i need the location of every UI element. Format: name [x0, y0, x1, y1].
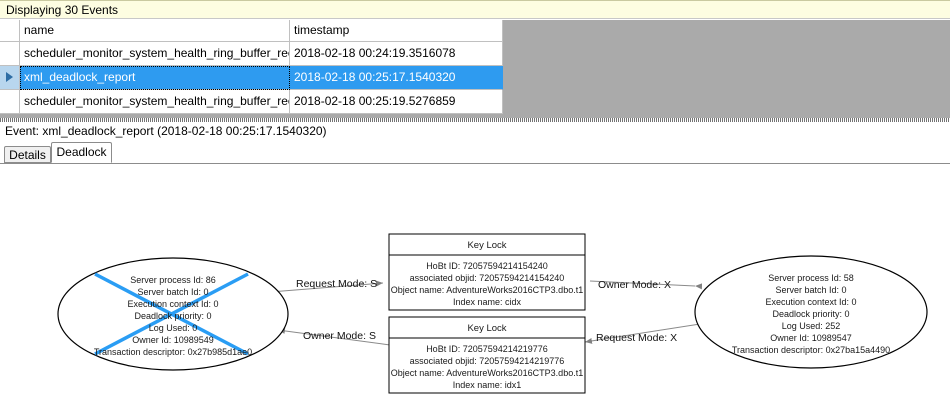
process-right-line-2: Server batch Id: 0	[775, 285, 846, 295]
edge-left-owner: Owner Mode: S	[277, 327, 391, 346]
row-name[interactable]: scheduler_monitor_system_health_ring_buf…	[20, 42, 290, 66]
process-left-line-5: Log Used: 0	[149, 323, 198, 333]
row-name[interactable]: scheduler_monitor_system_health_ring_buf…	[20, 90, 290, 114]
grid-header-row: name timestamp	[0, 20, 503, 42]
row-timestamp[interactable]: 2018-02-18 00:25:19.5276859	[290, 90, 503, 114]
edge-right-request: Request Mode: X	[584, 323, 701, 344]
row-timestamp[interactable]: 2018-02-18 00:24:19.3516078	[290, 42, 503, 66]
table-row[interactable]: scheduler_monitor_system_health_ring_buf…	[0, 42, 503, 66]
process-right-line-3: Execution context Id: 0	[765, 297, 856, 307]
edge-right-owner: Owner Mode: X	[589, 279, 703, 291]
keylock-top-line-2: associated objid: 72057594214154240	[410, 273, 565, 283]
process-node-left[interactable]: Server process Id: 86 Server batch Id: 0…	[57, 257, 289, 371]
process-left-line-3: Execution context Id: 0	[127, 299, 218, 309]
deadlock-graph-canvas[interactable]: Request Mode: S Owner Mode: X Owner Mode…	[0, 164, 950, 400]
edge-right-request-label: Request Mode: X	[596, 332, 677, 344]
grid-header-selector	[0, 20, 20, 42]
keylock-bottom-line-4: Index name: idx1	[453, 380, 522, 390]
row-selector[interactable]	[0, 66, 20, 90]
process-right-line-5: Log Used: 252	[782, 321, 841, 331]
keylock-top-line-3: Object name: AdventureWorks2016CTP3.dbo.…	[391, 285, 583, 295]
edge-left-request: Request Mode: S	[269, 278, 384, 293]
row-timestamp[interactable]: 2018-02-18 00:25:17.1540320	[290, 66, 503, 90]
process-left-line-1: Server process Id: 86	[130, 275, 216, 285]
process-left-line-2: Server batch Id: 0	[137, 287, 208, 297]
keylock-top-line-4: Index name: cidx	[453, 297, 522, 307]
edge-left-owner-label: Owner Mode: S	[303, 330, 376, 342]
events-grid-columns: name timestamp scheduler_monitor_system_…	[0, 20, 503, 118]
process-left-line-7: Transaction descriptor: 0x27b985d1ae0	[94, 347, 252, 357]
keylock-bottom-line-1: HoBt ID: 72057594214219776	[426, 344, 548, 354]
row-name[interactable]: xml_deadlock_report	[20, 66, 290, 90]
tabstrip: Details Deadlock	[0, 142, 950, 164]
table-row-selected[interactable]: xml_deadlock_report 2018-02-18 00:25:17.…	[0, 66, 503, 90]
process-right-line-1: Server process Id: 58	[768, 273, 854, 283]
edge-right-owner-label: Owner Mode: X	[598, 279, 671, 291]
grid-header-timestamp[interactable]: timestamp	[290, 20, 503, 42]
keylock-bottom-line-2: associated objid: 72057594214219776	[410, 356, 565, 366]
victim-x-marker-icon	[94, 272, 249, 356]
edge-left-request-label: Request Mode: S	[296, 278, 377, 290]
row-selector-arrow-icon	[6, 72, 13, 82]
process-left-line-4: Deadlock priority: 0	[134, 311, 211, 321]
grid-header-name[interactable]: name	[20, 20, 290, 42]
row-selector[interactable]	[0, 42, 20, 66]
process-right-line-4: Deadlock priority: 0	[772, 309, 849, 319]
keylock-top-line-1: HoBt ID: 72057594214154240	[426, 261, 548, 271]
process-right-line-7: Transaction descriptor: 0x27ba15a4490	[732, 345, 890, 355]
process-left-line-6: Owner Id: 10989549	[132, 335, 214, 345]
keylock-bottom-line-3: Object name: AdventureWorks2016CTP3.dbo.…	[391, 368, 583, 378]
keylock-bottom-title: Key Lock	[467, 323, 506, 334]
events-grid[interactable]: name timestamp scheduler_monitor_system_…	[0, 20, 950, 118]
table-row[interactable]: scheduler_monitor_system_health_ring_buf…	[0, 90, 503, 114]
process-node-right[interactable]: Server process Id: 58 Server batch Id: 0…	[694, 255, 928, 369]
resource-node-keylock-bottom[interactable]: Key Lock HoBt ID: 72057594214219776 asso…	[388, 316, 586, 394]
process-right-line-6: Owner Id: 10989547	[770, 333, 852, 343]
resource-node-keylock-top[interactable]: Key Lock HoBt ID: 72057594214154240 asso…	[388, 233, 586, 311]
keylock-top-title: Key Lock	[467, 240, 506, 251]
tab-deadlock[interactable]: Deadlock	[51, 142, 112, 163]
event-header-label: Event: xml_deadlock_report (2018-02-18 0…	[0, 122, 950, 142]
row-selector[interactable]	[0, 90, 20, 114]
panel-splitter[interactable]	[0, 118, 950, 122]
tab-details[interactable]: Details	[4, 146, 51, 163]
events-banner: Displaying 30 Events	[0, 0, 950, 19]
